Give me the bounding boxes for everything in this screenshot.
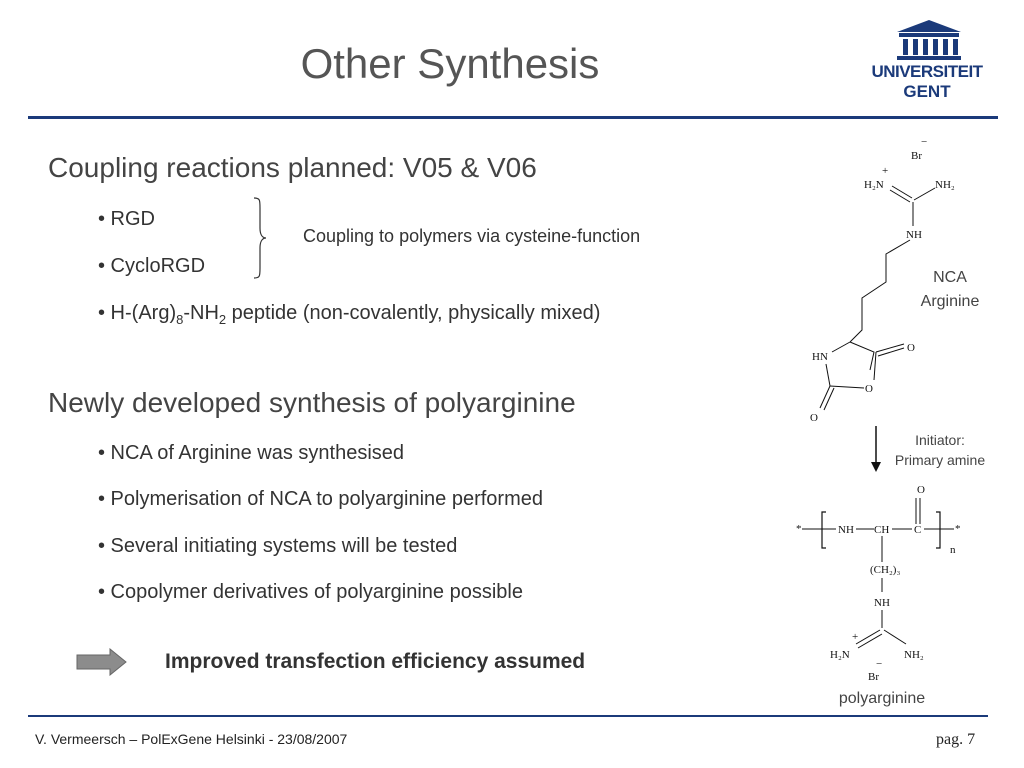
star-right: * bbox=[955, 523, 961, 535]
bullet-initiating-systems: • Several initiating systems will be tes… bbox=[98, 535, 458, 557]
atom-backbone-c: C bbox=[914, 524, 921, 536]
reaction-scheme: Br − + H₂N NH₂ NH HN O O O O * NH CH C *… bbox=[796, 136, 961, 683]
atom-hn: HN bbox=[812, 351, 828, 363]
nca-label-line1: NCA bbox=[933, 269, 967, 286]
atom-br: Br bbox=[911, 150, 922, 162]
charge-minus-2: − bbox=[876, 658, 882, 670]
university-building-logo-icon bbox=[897, 20, 961, 60]
charge-plus-2: + bbox=[852, 631, 858, 643]
atom-h2n-2: H₂N bbox=[830, 649, 850, 661]
bullet-polymerisation: • Polymerisation of NCA to polyarginine … bbox=[98, 488, 543, 510]
atom-nh: NH bbox=[906, 229, 922, 241]
charge-minus: − bbox=[921, 136, 927, 148]
charge-plus: + bbox=[882, 165, 888, 177]
conclusion-text: Improved transfection efficiency assumed bbox=[165, 650, 586, 673]
atom-backbone-ch: CH bbox=[874, 524, 889, 536]
footer-author-event: V. Vermeersch – PolExGene Helsinki - 23/… bbox=[35, 731, 348, 747]
atom-side-nh: NH bbox=[874, 597, 890, 609]
subscript-n: n bbox=[950, 544, 956, 556]
atom-ring-o: O bbox=[865, 383, 873, 395]
atom-br-2: Br bbox=[868, 671, 879, 683]
section1-heading: Coupling reactions planned: V05 & V06 bbox=[48, 152, 537, 183]
coupling-note: Coupling to polymers via cysteine-functi… bbox=[303, 226, 641, 246]
slide-title: Other Synthesis bbox=[300, 40, 600, 87]
atom-backbone-nh: NH bbox=[838, 524, 854, 536]
initiator-label-line2: Primary amine bbox=[894, 452, 986, 468]
curly-brace bbox=[253, 197, 267, 279]
atom-h2n: H₂N bbox=[864, 179, 884, 191]
atom-carbonyl-o-1: O bbox=[907, 342, 915, 354]
polyarginine-label: polyarginine bbox=[838, 690, 926, 707]
initiator-label-line1: Initiator: bbox=[915, 432, 965, 448]
bullet-arg-peptide: • H-(Arg)8-NH2 peptide (non-covalently, … bbox=[98, 302, 601, 327]
block-arrow-icon bbox=[76, 648, 127, 676]
bullet-cyclorgd: • CycloRGD bbox=[98, 255, 206, 277]
atom-ch2-3: (CH₂)₃ bbox=[870, 564, 900, 576]
atom-carbonyl-o-2: O bbox=[810, 412, 818, 424]
atom-nh2-2: NH₂ bbox=[904, 649, 924, 661]
section2-heading: Newly developed synthesis of polyarginin… bbox=[48, 387, 576, 418]
page-number: pag. 7 bbox=[936, 731, 976, 748]
footer-divider bbox=[28, 715, 988, 717]
bullet-rgd: • RGD bbox=[98, 208, 156, 230]
star-left: * bbox=[796, 523, 802, 535]
atom-nh2: NH₂ bbox=[935, 179, 955, 191]
title-divider bbox=[28, 116, 998, 119]
atom-o-top: O bbox=[917, 484, 925, 496]
logo-text-line1: UNIVERSITEIT bbox=[871, 62, 983, 81]
bullet-nca: • NCA of Arginine was synthesised bbox=[98, 442, 405, 464]
nca-label-line2: Arginine bbox=[920, 293, 980, 310]
logo-text-line2: GENT bbox=[903, 82, 951, 101]
bullet-copolymer: • Copolymer derivatives of polyarginine … bbox=[98, 581, 523, 603]
